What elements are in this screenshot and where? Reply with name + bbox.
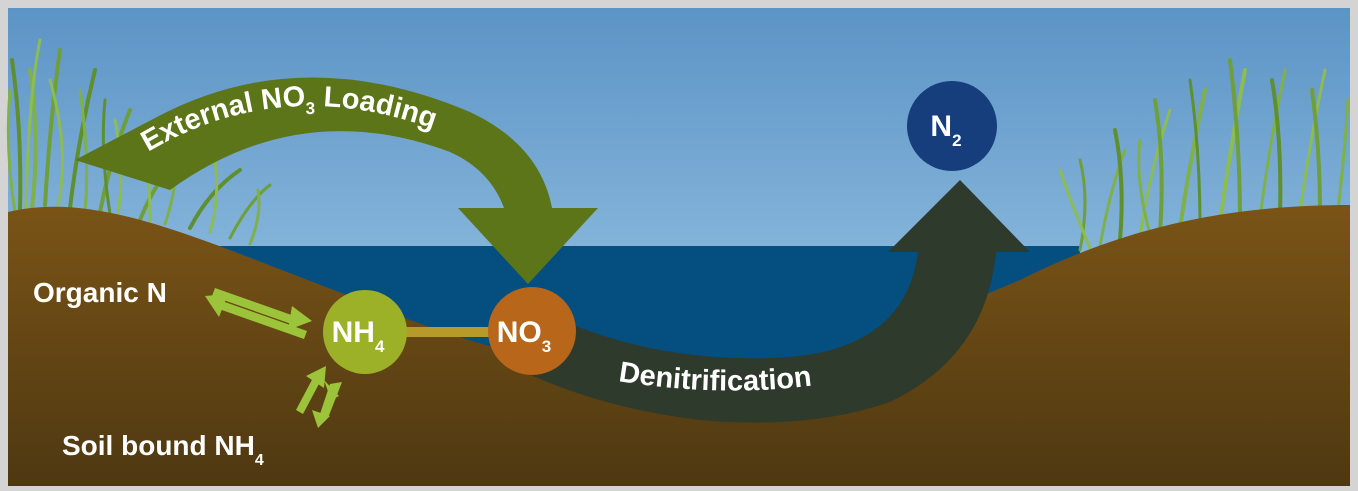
soil-bound-prefix: Soil bound NH	[62, 430, 255, 461]
arrow-to-organic	[219, 301, 307, 339]
organic-n-exchange-arrows	[205, 288, 312, 339]
arrow-down-shaft	[320, 382, 342, 418]
n2-subscript: 2	[952, 131, 961, 150]
external-loading-subscript: 3	[306, 99, 315, 118]
n2-main: N	[930, 110, 952, 143]
nh4-node: NH4	[323, 290, 407, 374]
soil-bound-label: Soil bound NH4	[62, 430, 264, 469]
nh4-subscript: 4	[375, 337, 385, 356]
no3-label: NO3	[497, 316, 551, 356]
arrow-down-head	[312, 410, 330, 428]
soil	[8, 205, 1350, 486]
nh4-label: NH4	[332, 316, 385, 356]
organic-n-label: Organic N	[33, 277, 167, 308]
nh4-circle	[323, 290, 407, 374]
no3-subscript: 3	[542, 337, 551, 356]
arrow-to-organic-head	[205, 294, 228, 317]
n2-label: N2	[930, 110, 961, 150]
no3-main: NO	[497, 316, 542, 349]
n2-circle	[907, 81, 997, 171]
n2-node: N2	[907, 81, 997, 171]
grass-right	[1058, 58, 1350, 252]
external-loading-arrow	[75, 77, 598, 284]
soil-bound-exchange-arrows	[296, 366, 342, 428]
no3-node: NO3	[488, 287, 576, 375]
arrow-to-nh4	[212, 288, 300, 326]
arrow-to-nh4-head	[288, 306, 312, 330]
arrow-up	[296, 376, 321, 414]
no3-circle	[488, 287, 576, 375]
denitrification-arrow	[520, 180, 1030, 423]
soil-bound-subscript: 4	[255, 452, 264, 469]
arrow-up-head	[306, 366, 326, 388]
nh4-main: NH	[332, 316, 375, 349]
